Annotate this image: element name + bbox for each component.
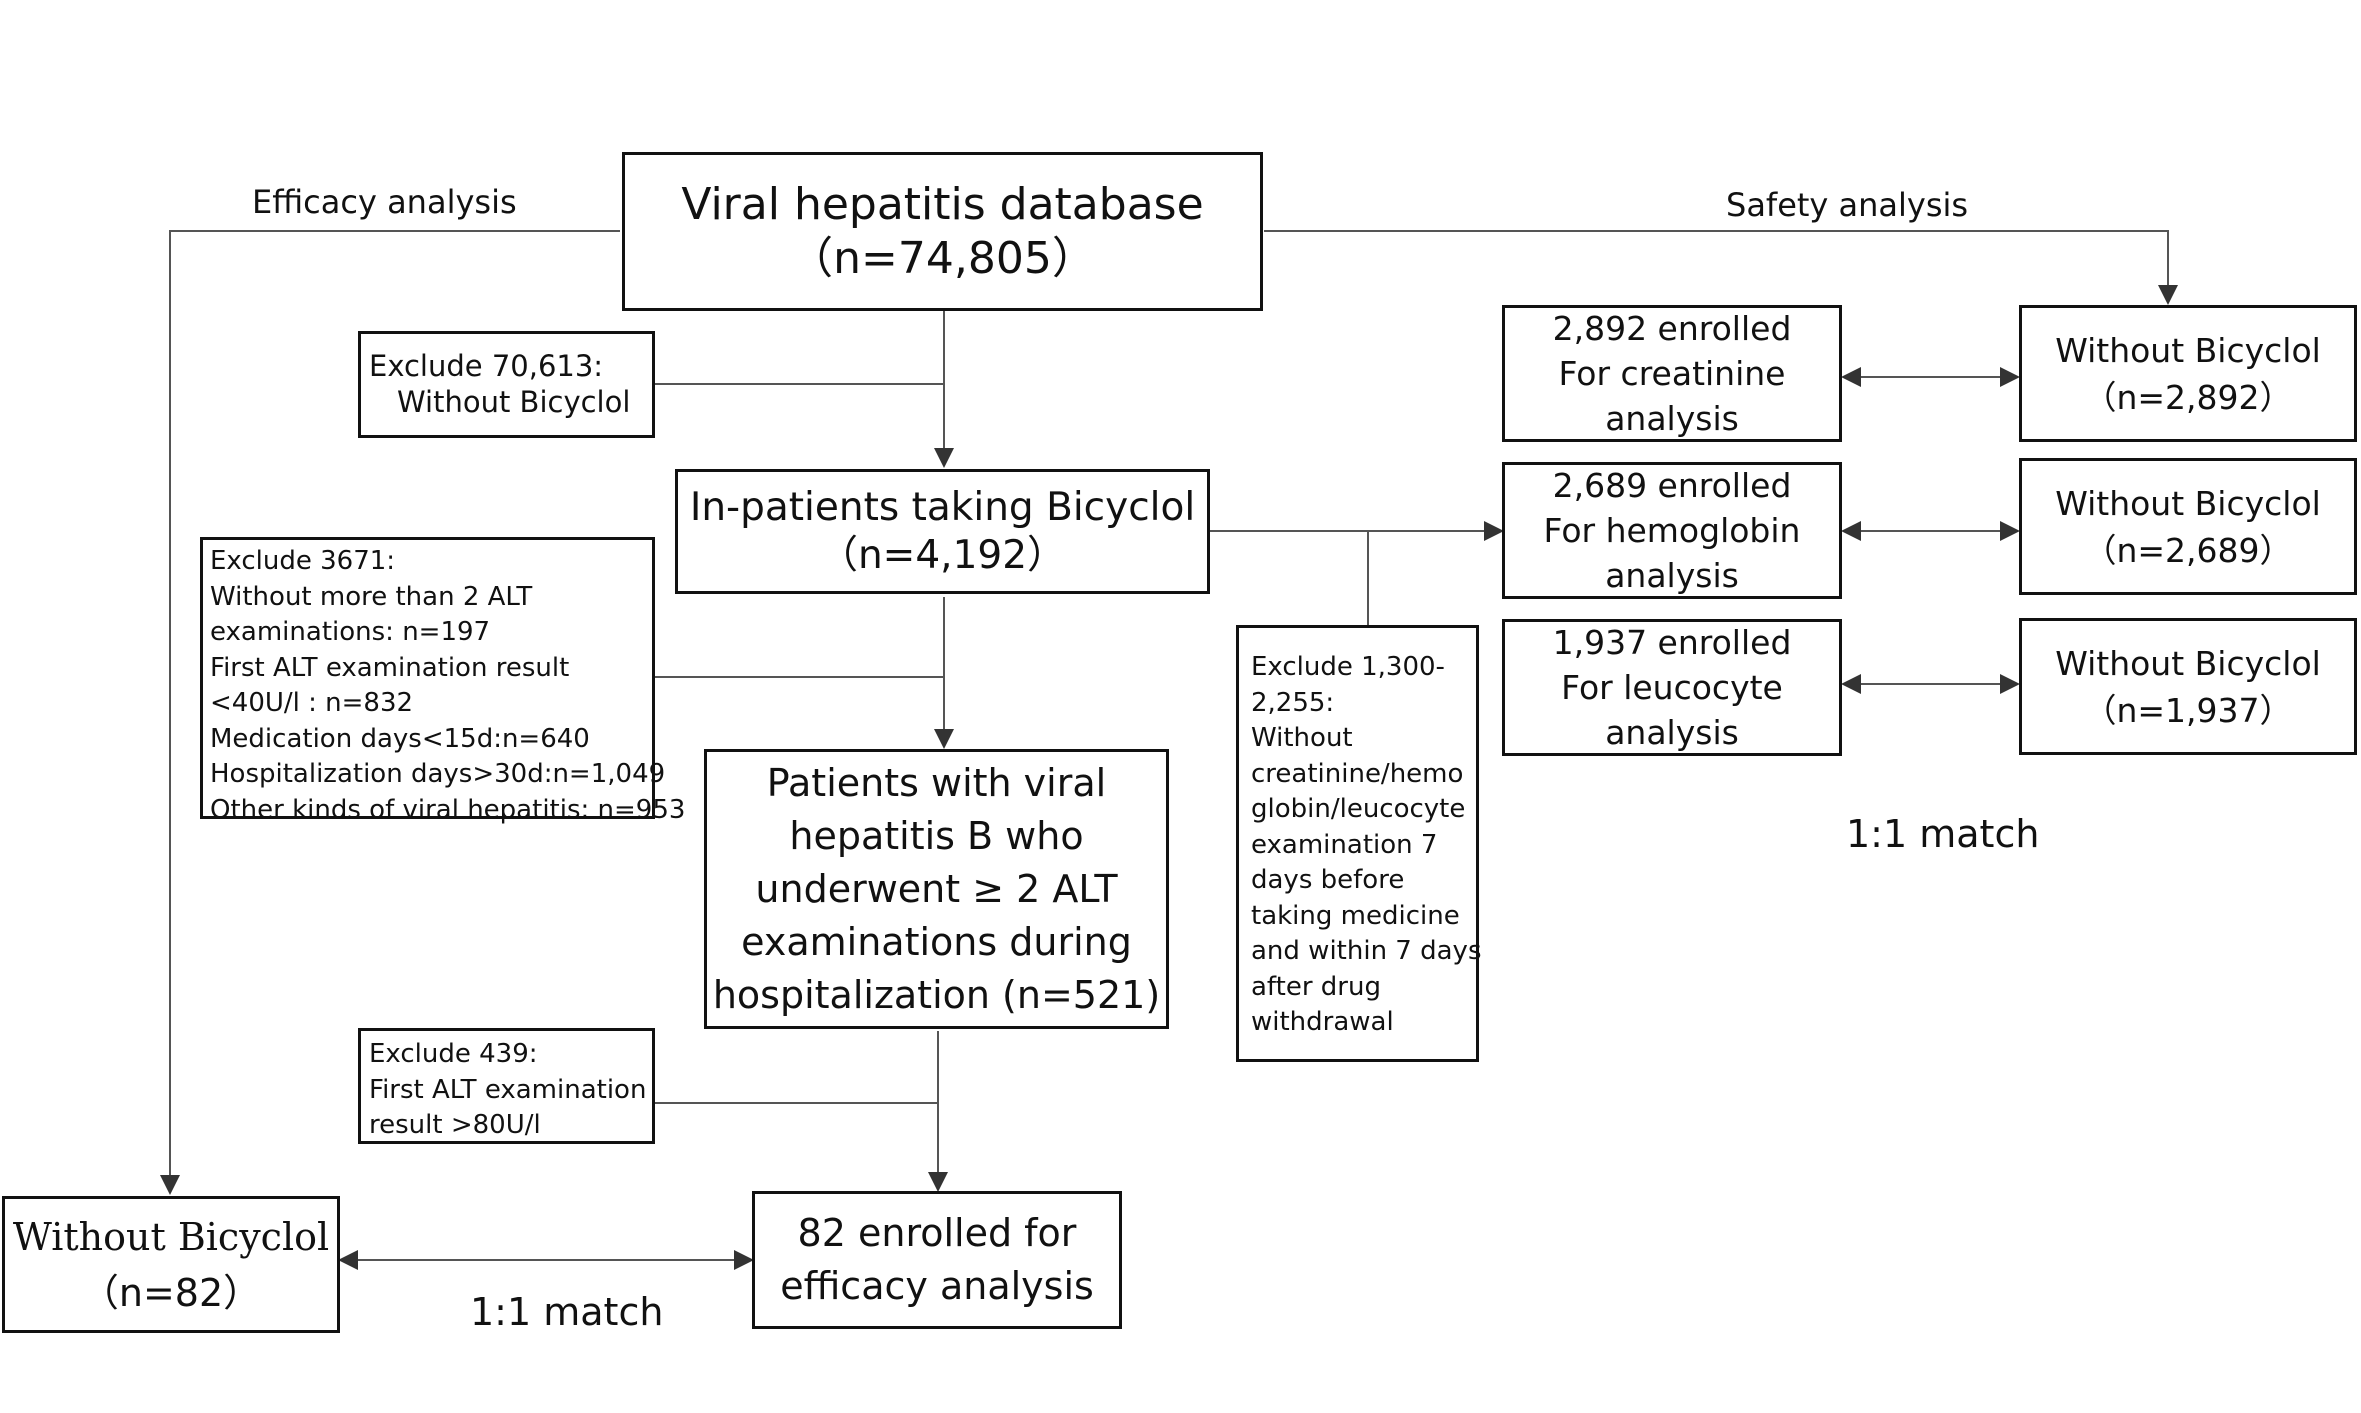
exclude-439-box: Exclude 439: First ALT examination resul… <box>358 1028 655 1144</box>
box-line: （n=2,689） <box>2083 530 2293 570</box>
without-bicyclol-creatinine-box: Without Bicyclol （n=2,892） <box>2019 305 2357 442</box>
efficacy-analysis-label: Efficacy analysis <box>252 183 517 221</box>
box-line: Without <box>1251 723 1353 753</box>
creatinine-enrolled-box: 2,892 enrolled For creatinine analysis <box>1502 305 1842 442</box>
hemoglobin-enrolled-box: 2,689 enrolled For hemoglobin analysis <box>1502 462 1842 599</box>
box-line: 1,937 enrolled <box>1552 623 1792 662</box>
box-line: First ALT examination <box>369 1074 647 1105</box>
box-line: taking medicine <box>1251 900 1460 931</box>
box-line: （n=82） <box>80 1270 262 1315</box>
without-bicyclol-leucocyte-box: Without Bicyclol （n=1,937） <box>2019 618 2357 755</box>
box-line: Without Bicyclol <box>2055 330 2321 370</box>
box-line: 2,255: <box>1251 687 1335 718</box>
exclude-lab-box: Exclude 1,300- 2,255: Without creatinine… <box>1236 625 1482 1062</box>
hepatitis-b-box: Patients with viral hepatitis B who unde… <box>704 749 1169 1029</box>
box-line: （n=4,192） <box>818 532 1067 578</box>
efficacy-match-label: 1:1 match <box>470 1290 664 1334</box>
box-line: underwent ≥ 2 ALT <box>755 866 1118 911</box>
box-line: 82 enrolled for <box>797 1211 1077 1255</box>
box-line: creatinine/hemo <box>1251 758 1464 789</box>
box-line: Without Bicyclol <box>2055 483 2321 523</box>
box-line: Patients with viral <box>766 760 1107 805</box>
box-line: For leucocyte <box>1561 668 1783 707</box>
safety-match-label: 1:1 match <box>1846 812 2040 856</box>
box-line: analysis <box>1605 713 1739 752</box>
efficacy-enrolled-box: 82 enrolled for efficacy analysis <box>752 1191 1122 1329</box>
box-line: examination 7 <box>1251 829 1438 860</box>
box-line: Hospitalization days>30d:n=1,049 <box>210 759 666 789</box>
box-line: Medication days<15d:n=640 <box>210 723 590 754</box>
box-line: （n=1,937） <box>2083 690 2293 730</box>
box-line: hospitalization (n=521) <box>712 972 1161 1017</box>
database-box: Viral hepatitis database （n=74,805） <box>622 152 1263 311</box>
inpatients-box: In-patients taking Bicyclol （n=4,192） <box>675 469 1210 594</box>
box-line: Without more than 2 ALT <box>210 581 533 612</box>
box-line: globin/leucocyte <box>1251 794 1466 824</box>
leucocyte-enrolled-box: 1,937 enrolled For leucocyte analysis <box>1502 619 1842 756</box>
arrow-efficacy-branch <box>160 230 620 1195</box>
box-line: Exclude 70,613: <box>369 349 604 384</box>
box-line: result >80U/l <box>369 1110 541 1140</box>
box-line: Without Bicyclol <box>397 384 631 419</box>
box-line: Viral hepatitis database <box>681 178 1204 230</box>
box-line: In-patients taking Bicyclol <box>689 484 1196 530</box>
box-line: days before <box>1251 865 1405 895</box>
box-line: analysis <box>1605 556 1739 595</box>
box-line: Without Bicyclol <box>2055 643 2321 683</box>
box-line: examinations during <box>741 919 1132 964</box>
safety-analysis-label: Safety analysis <box>1726 186 1969 224</box>
box-line: Exclude 3671: <box>210 546 396 576</box>
box-line: Exclude 439: <box>369 1039 538 1069</box>
box-line: withdrawal <box>1251 1007 1394 1037</box>
without-bicyclol-hemoglobin-box: Without Bicyclol （n=2,689） <box>2019 458 2357 595</box>
box-line: 2,892 enrolled <box>1552 309 1792 348</box>
box-line: （n=74,805） <box>789 232 1096 284</box>
box-line: <40U/l : n=832 <box>210 688 414 718</box>
box-line: For creatinine <box>1558 354 1786 393</box>
box-line: Exclude 1,300- <box>1251 652 1445 682</box>
box-line: and within 7 days <box>1251 936 1482 966</box>
box-line: efficacy analysis <box>780 1264 1094 1308</box>
without-bicyclol-efficacy-box: Without Bicyclol （n=82） <box>2 1196 340 1333</box>
box-line: First ALT examination result <box>210 652 570 683</box>
box-line: 2,689 enrolled <box>1552 466 1792 505</box>
box-line: Without Bicyclol <box>12 1214 330 1259</box>
box-line: after drug <box>1251 971 1381 1002</box>
box-line: examinations: n=197 <box>210 617 491 647</box>
box-line: analysis <box>1605 399 1739 438</box>
box-line: hepatitis B who <box>789 813 1084 858</box>
box-line: Other kinds of viral hepatitis: n=953 <box>210 794 686 825</box>
exclude-3671-box: Exclude 3671: Without more than 2 ALT ex… <box>200 537 685 825</box>
box-line: （n=2,892） <box>2083 377 2293 417</box>
exclude-without-bicyclol-box: Exclude 70,613: Without Bicyclol <box>358 331 655 438</box>
box-line: For hemoglobin <box>1543 511 1801 550</box>
arrow-safety-branch <box>1264 230 2178 305</box>
